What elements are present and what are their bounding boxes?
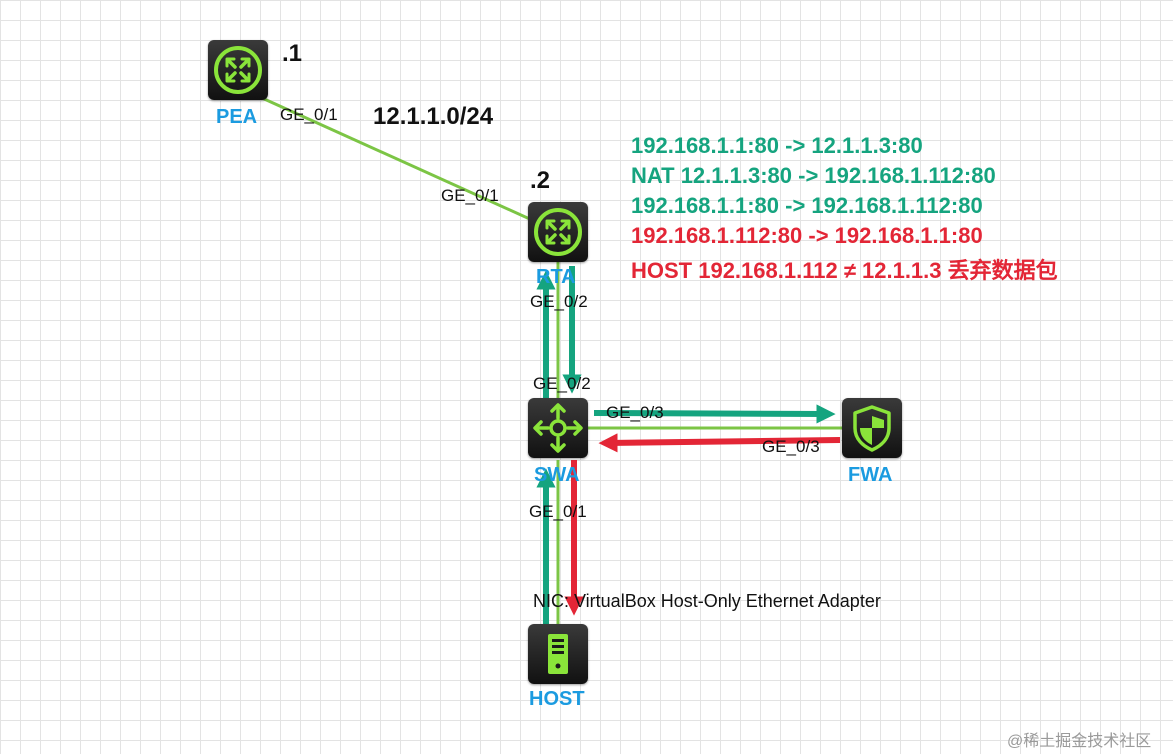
address-pea: .1 xyxy=(282,40,303,67)
port-label-pea-ge01: GE_0/1 xyxy=(280,105,338,124)
network-label: 12.1.1.0/24 xyxy=(373,103,494,130)
port-label-fwa-ge03: GE_0/3 xyxy=(762,437,820,456)
device-host[interactable] xyxy=(528,624,588,684)
device-name-pea: PEA xyxy=(216,106,258,128)
link-pea-rta[interactable] xyxy=(261,96,533,222)
flow-note-4: 192.168.1.112:80 -> 192.168.1.1:80 xyxy=(631,223,983,248)
device-name-rta: RTA xyxy=(536,266,576,288)
port-label-rta-ge02: GE_0/2 xyxy=(530,292,588,311)
device-name-fwa: FWA xyxy=(848,464,893,486)
server-icon xyxy=(548,634,568,674)
switch-icon xyxy=(533,403,583,453)
router-icon xyxy=(214,46,262,94)
device-pea[interactable] xyxy=(208,40,268,100)
flow-arrow-swa-to-fwa xyxy=(593,404,836,424)
flow-note-2: NAT 12.1.1.3:80 -> 192.168.1.112:80 xyxy=(631,163,996,188)
address-rta: .2 xyxy=(530,167,551,194)
flow-note-1: 192.168.1.1:80 -> 12.1.1.3:80 xyxy=(631,133,923,158)
device-rta[interactable] xyxy=(528,202,588,262)
flow-arrow-fwa-to-swa xyxy=(598,433,841,453)
flow-note-3: 192.168.1.1:80 -> 192.168.1.112:80 xyxy=(631,193,983,218)
flow-note-5: HOST 192.168.1.112 ≠ 12.1.1.3 丢弃数据包 xyxy=(631,258,1058,283)
host-adapter-label: NIC: VirtualBox Host-Only Ethernet Adapt… xyxy=(533,591,881,611)
device-swa[interactable] xyxy=(528,398,588,458)
port-label-swa-ge03: GE_0/3 xyxy=(606,403,664,422)
device-fwa[interactable] xyxy=(842,398,902,458)
watermark: @稀土掘金技术社区 xyxy=(1007,733,1152,750)
port-label-swa-ge02: GE_0/2 xyxy=(533,374,591,393)
firewall-shield-icon xyxy=(853,405,891,452)
port-label-swa-ge01: GE_0/1 xyxy=(529,502,587,521)
device-name-swa: SWA xyxy=(534,464,580,486)
device-name-host: HOST xyxy=(529,688,585,710)
port-label-rta-ge01: GE_0/1 xyxy=(441,186,499,205)
router-icon xyxy=(534,208,582,256)
